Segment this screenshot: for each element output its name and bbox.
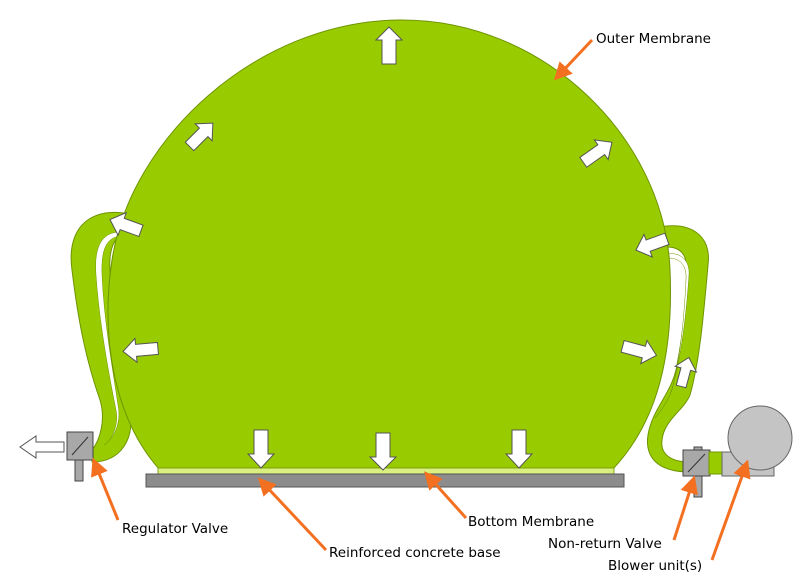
label-blower-units: Blower unit(s) [608, 558, 703, 574]
orange-arrow-icon [672, 475, 698, 541]
orange-arrow-icon [257, 477, 328, 552]
white-block-arrow-icon [579, 139, 613, 168]
label-concrete-base: Reinforced concrete base [329, 545, 501, 561]
bottom-membrane [157, 467, 615, 475]
white-block-arrow-icon [635, 232, 670, 258]
white-block-arrow-icon [246, 429, 276, 469]
white-block-arrow-icon [109, 211, 144, 238]
blower-connector [708, 451, 724, 475]
non-return-valve [682, 446, 711, 498]
white-block-arrow-icon [368, 432, 398, 471]
orange-arrow-icon [91, 457, 120, 521]
white-block-arrow-icon [504, 429, 534, 469]
label-regulator-valve: Regulator Valve [122, 521, 229, 537]
left-duct-channel [95, 231, 121, 446]
white-block-arrow-icon [122, 337, 159, 364]
pressure-arrows [109, 26, 698, 471]
orange-arrow-icon [553, 38, 594, 81]
white-block-arrow-icon [673, 356, 698, 389]
reinforced-concrete-base [145, 473, 625, 488]
label-bottom-membrane: Bottom Membrane [468, 514, 595, 530]
right-duct-channel [654, 253, 690, 419]
orange-arrow-icon [710, 459, 751, 561]
outer-membrane-dome [107, 19, 671, 471]
white-block-arrow-icon [620, 339, 658, 365]
callout-arrows [91, 38, 751, 561]
blower-unit [727, 405, 793, 471]
white-block-arrow-icon [374, 26, 404, 65]
label-outer-membrane: Outer Membrane [596, 31, 711, 47]
label-non-return-valve: Non-return Valve [548, 536, 662, 552]
orange-arrow-icon [423, 471, 468, 520]
regulator-valve [66, 431, 94, 482]
outlet-arrow-icon [19, 435, 65, 459]
white-block-arrow-icon [184, 122, 214, 152]
